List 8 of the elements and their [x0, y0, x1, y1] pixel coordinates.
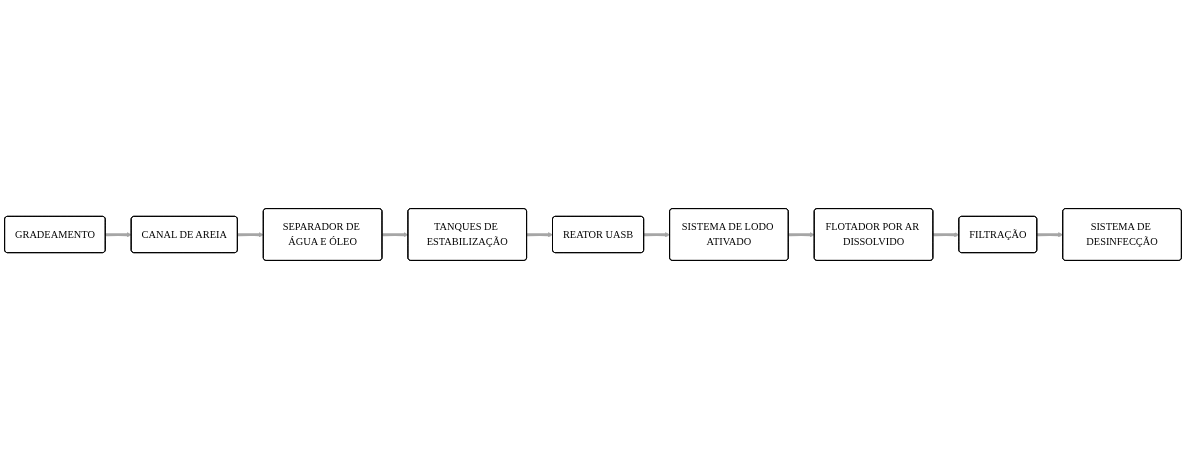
arrow	[933, 232, 960, 238]
arrow	[105, 232, 132, 238]
arrow	[526, 232, 554, 238]
arrow	[788, 232, 815, 238]
arrow	[382, 232, 409, 238]
arrow	[643, 232, 671, 238]
arrow	[237, 232, 264, 238]
arrow	[1037, 232, 1064, 238]
